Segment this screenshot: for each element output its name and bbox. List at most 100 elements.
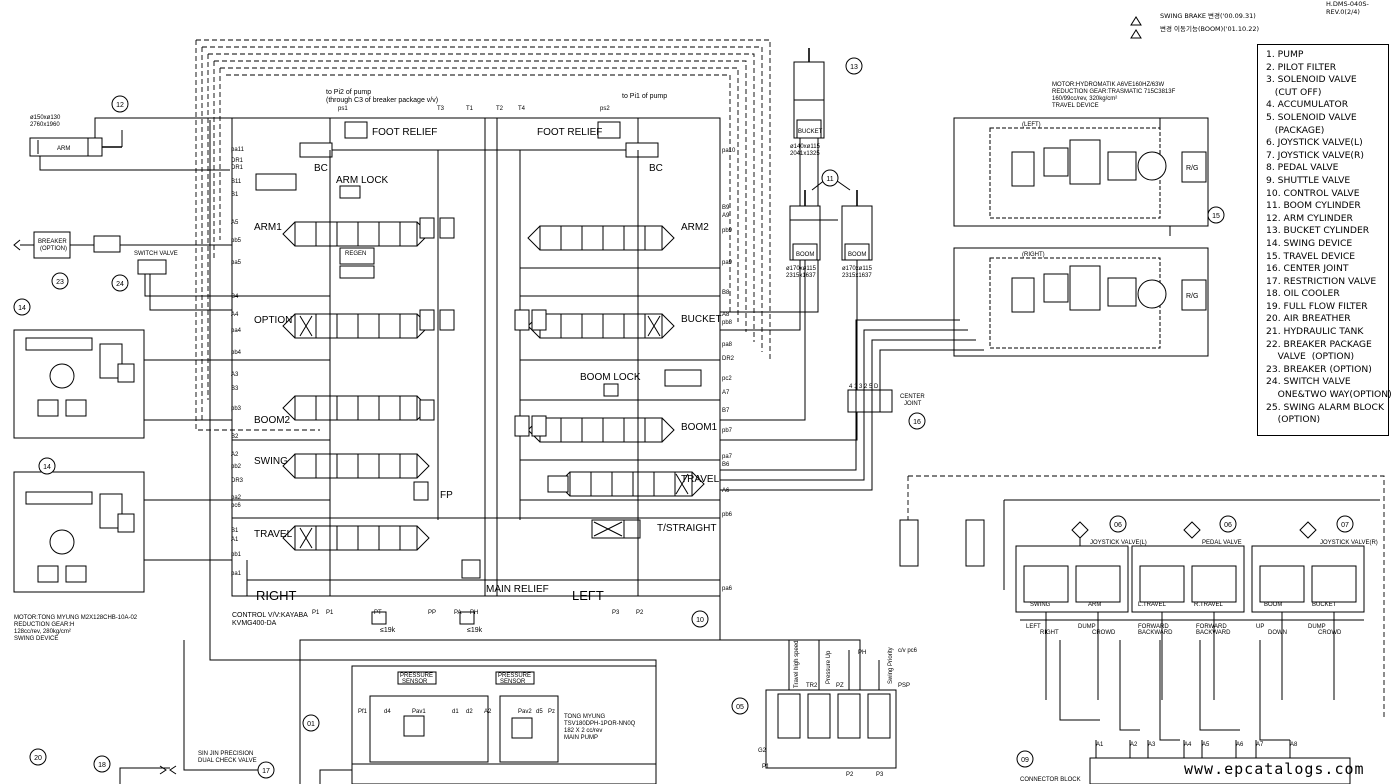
joystick-right-a: BOOM [1264,602,1282,608]
control-valve-block [231,117,721,597]
foot-relief-left-label: FOOT RELIEF [372,127,437,138]
port-label: T1 [466,106,474,112]
spool-arm1 [282,221,430,247]
joystick-left-title: JOYSTICK VALVE(L) [1090,540,1147,546]
swing-device-lower [13,471,232,593]
pedal-dirs-b-2: BACKWARD [1196,630,1231,636]
port-label: A2 [484,709,492,715]
joystick-left-dirs-a-2: RIGHT [1040,630,1059,636]
pedal-dirs-a-1: FORWARD [1138,624,1169,630]
callout-number: 12 [116,102,124,109]
swing-priority-label: Swing Priority [888,647,894,684]
joystick-left-dirs-b-1: DUMP [1078,624,1096,630]
arm-cylinder [29,117,232,171]
port-label: PT [374,610,382,616]
callout-number: 16 [913,419,921,426]
restriction-caption-1: SIN JIN PRECISION [198,751,253,757]
port-label: P1 [326,610,334,616]
p2-label: P2 [846,772,854,778]
connector-block-label: CONNECTOR BLOCK [1020,777,1081,783]
travel-left-tag: (LEFT) [1022,122,1041,128]
port-label: pa2 [231,495,242,501]
center-joint-ports: 4 1 3 2 5 D [849,384,879,390]
callout-number: 13 [850,64,858,71]
foot-relief-valves [255,121,702,625]
revision-triangle-icon [1130,29,1142,39]
port-label: d4 [384,709,391,715]
swing-caption-4: SWING DEVICE [14,636,58,642]
port-label: B11 [231,179,242,185]
legend-item: VALVE (OPTION) [1266,351,1355,363]
travel-device-right [953,247,1209,357]
arm-cyl-spec-2: 2760x1960 [30,122,60,128]
legend-item: 14. SWING DEVICE [1266,237,1353,249]
center-joint [720,319,984,491]
port-label: pa11 [231,147,245,153]
cv-pc6-label: c/v pc6 [898,648,918,654]
to-pi2-line-2: (through C3 of breaker package v/v) [326,97,438,104]
port-label: Pf1 [358,709,368,715]
connector-block [1089,740,1351,784]
port-label: pa6 [722,586,733,592]
bc-left-label: BC [314,163,328,174]
legend-item: ONE&TWO WAY(OPTION) [1266,389,1392,401]
to-pi1-label: to Pi1 of pump [622,93,667,100]
callout-circle [691,610,709,628]
boom-cyl-left-spec-2: 2315x1637 [786,273,816,279]
option-label: OPTION [254,315,292,326]
ph-label: PH [858,650,866,656]
port-label: A1 [231,537,239,543]
pressure-lines [119,120,861,784]
tr2-label: TR2 [806,683,818,689]
port-label: DR1 [231,165,244,171]
port-label: A6 [1236,742,1244,748]
port-label: d5 [536,709,543,715]
bucket-cyl-spec-2: 2041x1325 [790,151,820,157]
callout-circle [51,272,69,290]
travel-high-speed-label: Travel high speed [794,641,800,688]
pedal-valve [1131,521,1245,700]
callout-circle [13,298,31,316]
port-label: A3 [1148,742,1156,748]
port-label: pb8 [722,320,733,326]
joystick-left-dirs-b-2: CROWD [1092,630,1116,636]
legend-item: 5. SOLENOID VALVE [1266,111,1357,123]
port-label: A2 [231,452,239,458]
revision-block: SWING BRAKE 변경('00.09.31) 변경 이동기능(BOOM)(… [1160,10,1259,36]
port-label: pa7 [722,454,733,460]
callout-circle [1207,206,1225,224]
callout-number: 15 [1212,213,1220,220]
callout-circle [821,169,839,187]
psp-label: PSP [898,683,910,689]
port-label: A4 [231,312,239,318]
boom-cyl-right-spec-1: ø170xø115 [842,266,873,272]
legend-item: 16. CENTER JOINT [1266,263,1349,275]
spool-travel-right [282,525,430,551]
legend-item: 1. PUMP [1266,49,1304,60]
revision-triangle-icon [1130,16,1142,26]
legend-item: 6. JOYSTICK VALVE(L) [1266,137,1363,149]
port-label: A5 [1202,742,1210,748]
port-label: d2 [466,709,473,715]
legend-item: (CUT OFF) [1266,86,1322,98]
port-label: pa4 [231,328,242,334]
port-label: B2 [231,434,239,440]
callout-circle [845,57,863,75]
port-label: d1 [452,709,459,715]
legend-item: (PACKAGE) [1266,124,1325,136]
callout-number: 17 [262,768,270,775]
port-label: pa10 [722,148,736,154]
port-label: Pav1 [412,709,426,715]
joystick-right-dirs-a-1: UP [1256,624,1264,630]
legend-item: 2. PILOT FILTER [1266,61,1337,73]
port-label: Pav2 [518,709,532,715]
port-label: P2 [636,610,644,616]
pump-caption-4: MAIN PUMP [564,735,598,741]
boom-cyl-left-label: BOOM [796,252,814,258]
arm1-label: ARM1 [254,222,282,233]
pedal-dirs-a-2: BACKWARD [1138,630,1173,636]
swing-caption-1: MOTOR:TONG MYUNG M2X128CHB-10A-02 [14,615,138,621]
